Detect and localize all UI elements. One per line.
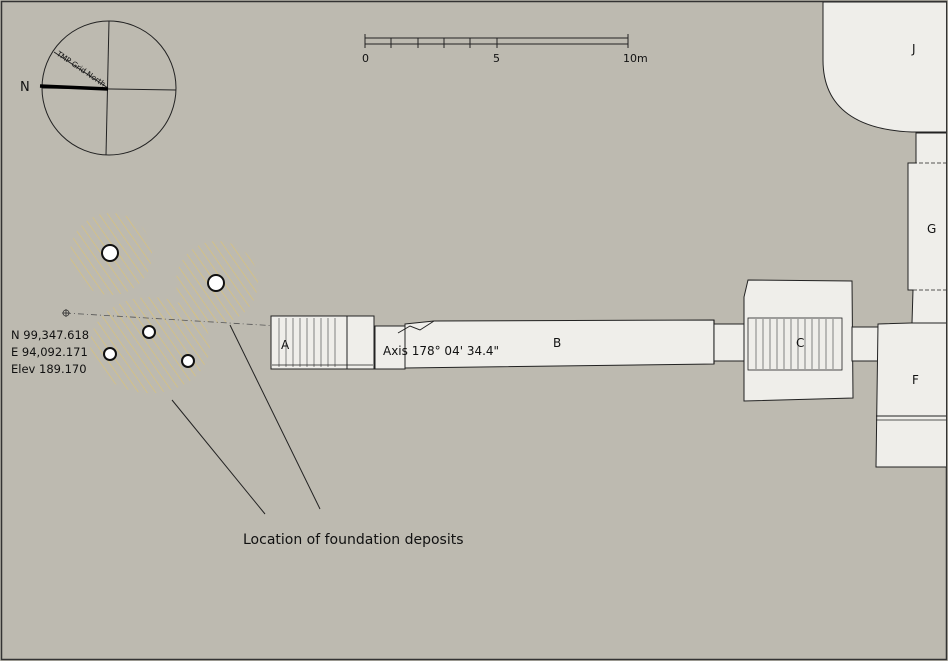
datum-coordinates: N 99,347.618 E 94,092.171 Elev 189.170 (11, 328, 89, 376)
deposit-zone (90, 297, 210, 393)
coord-north: N 99,347.618 (11, 328, 89, 342)
deposit-pit (181, 354, 195, 368)
room-label-f: F (912, 373, 919, 387)
deposit-pit (142, 325, 156, 339)
scale-bar: 0 5 10m (362, 34, 648, 65)
deposits-caption: Location of foundation deposits (243, 532, 464, 548)
deposit-pit (103, 347, 117, 361)
chamber-f (875, 321, 946, 468)
deposit-pit (207, 274, 225, 292)
deposit-pit (101, 244, 119, 262)
north-letter: N (20, 80, 30, 95)
corridor-a (270, 315, 375, 370)
corridor-b (374, 319, 715, 370)
chamber-j (822, 2, 946, 133)
foundation-deposits (70, 213, 258, 393)
north-pointer (39, 84, 109, 91)
room-label-j: J (911, 42, 916, 56)
tomb-structure (270, 2, 946, 468)
deposit-leader-lines (171, 324, 321, 515)
coord-east: E 94,092.171 (11, 345, 88, 359)
room-label-a: A (281, 338, 290, 352)
survey-datum-icon (62, 309, 70, 317)
room-label-g: G (927, 222, 936, 236)
chamber-c (743, 279, 854, 402)
room-label-b: B (553, 336, 561, 350)
scale-tick-0: 0 (362, 52, 369, 65)
grid-north-line (53, 51, 109, 89)
steps-hatching (278, 318, 336, 367)
scale-tick-10m: 10m (623, 52, 648, 65)
coord-elev: Elev 189.170 (11, 362, 87, 376)
passage-c-f (851, 326, 879, 362)
scale-tick-5: 5 (493, 52, 500, 65)
axis-label: Axis 178° 04' 34.4" (383, 344, 499, 358)
passage-g (907, 132, 946, 324)
passage-b-c (713, 323, 747, 362)
room-label-c: C (796, 336, 804, 350)
steps-hatching (747, 317, 843, 371)
